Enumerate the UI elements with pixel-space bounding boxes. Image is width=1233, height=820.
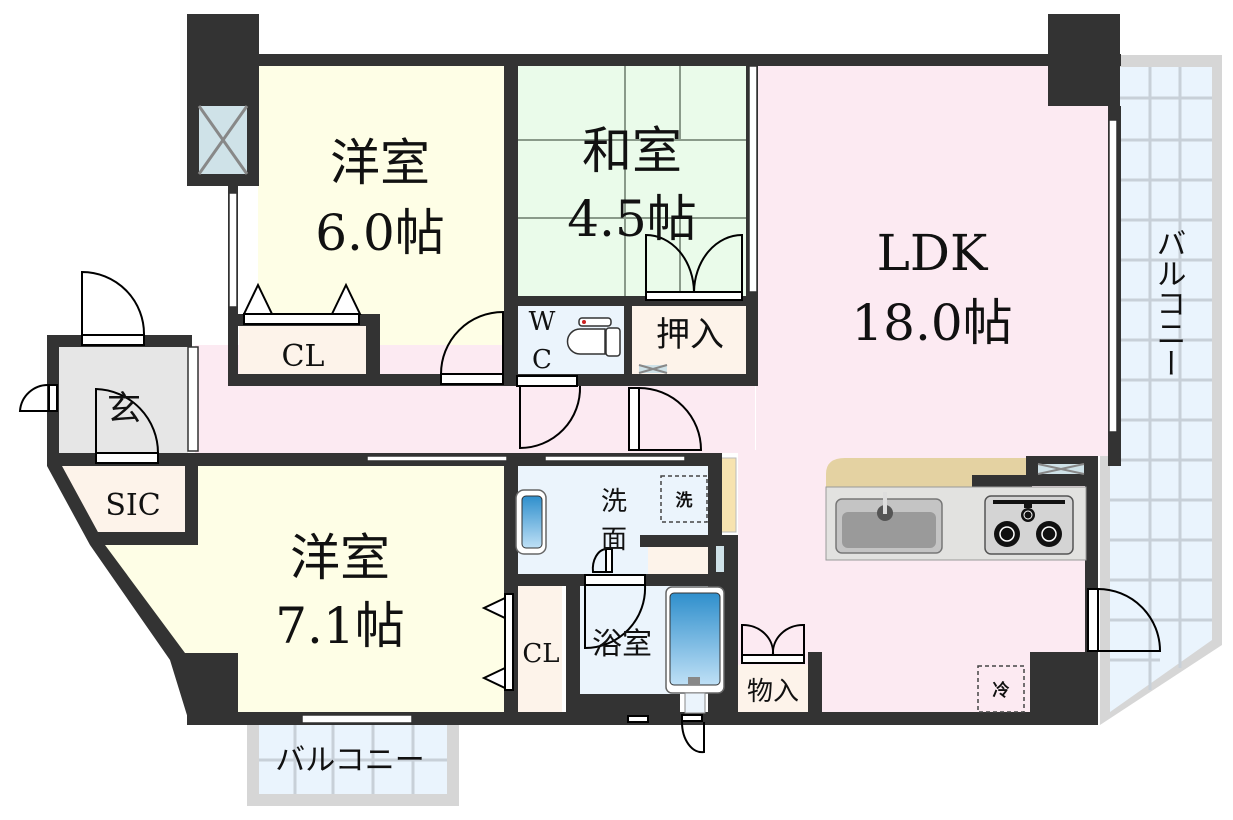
toilet-label-w: W: [529, 307, 556, 337]
washroom-small-door[interactable]: [591, 548, 613, 573]
western-room-1-door[interactable]: [440, 310, 504, 385]
ldk-door[interactable]: [628, 387, 703, 451]
shoe-closet-label: SIC: [105, 488, 160, 523]
shoe-closet-floor: [62, 466, 185, 532]
side-door[interactable]: [18, 383, 58, 412]
balcony-east-label: バルコニー: [1151, 228, 1186, 378]
oshiire-doors[interactable]: [645, 233, 743, 301]
balcony-door[interactable]: [1087, 588, 1162, 652]
toilet-fixture: [566, 317, 621, 357]
western-room-1-name: 洋室: [330, 134, 430, 192]
closet-2-label: CL: [522, 639, 559, 669]
western-room-2-size: 7.1帖: [275, 597, 405, 655]
japanese-room-name: 和室: [582, 122, 682, 180]
entrance-door[interactable]: [81, 270, 146, 346]
closet-1-doors[interactable]: [242, 282, 362, 325]
storage-label: 物入: [747, 677, 799, 707]
washroom-label-2: 面: [601, 525, 627, 555]
ldk-name: LDK: [877, 224, 989, 282]
closet-1-floor: [239, 326, 367, 374]
entrance-label: 玄: [107, 389, 141, 429]
washbasin-fixture: [515, 489, 547, 555]
closet-1-label: CL: [282, 339, 325, 374]
entrance-floor: [58, 345, 188, 455]
toilet-label-c: C: [532, 345, 552, 375]
stove-icon: [984, 495, 1074, 555]
oshiire-label: 押入: [656, 315, 724, 355]
ventilation-duct: [197, 105, 249, 175]
toilet-door[interactable]: [516, 375, 582, 450]
western-room-2-name: 洋室: [290, 529, 390, 587]
storage-floor: [738, 665, 808, 713]
bathroom-label: 浴室: [592, 627, 652, 662]
japanese-room-size: 4.5帖: [567, 190, 697, 248]
fridge-space: [977, 665, 1025, 713]
ldk-size: 18.0帖: [851, 294, 1012, 352]
storage-doors[interactable]: [741, 623, 805, 664]
washer-space-label: 洗: [676, 490, 693, 511]
western-room-2-floor: [100, 466, 510, 712]
sink-icon: [835, 492, 943, 554]
oshiire-floor: [632, 306, 750, 374]
balcony-south-label: バルコニー: [275, 743, 424, 778]
bathtub-fixture: [665, 586, 725, 714]
tatami-lines: [518, 66, 750, 296]
washer-space: [660, 475, 708, 523]
japanese-room-floor: [518, 66, 756, 296]
closet-2-doors[interactable]: [481, 593, 514, 691]
balcony-east: [1100, 55, 1222, 725]
vent-small: [638, 364, 1085, 572]
balcony-south: [247, 720, 459, 806]
genkan-inner-door[interactable]: [95, 387, 159, 464]
fridge-space-label: 冷: [993, 680, 1010, 701]
washroom-label-1: 洗: [601, 487, 627, 517]
windows: [187, 65, 1118, 724]
closet-2-floor: [516, 586, 562, 712]
western-room-1-size: 6.0帖: [315, 204, 445, 262]
bathroom-door[interactable]: [584, 574, 647, 650]
bath-service-door[interactable]: [627, 714, 705, 754]
